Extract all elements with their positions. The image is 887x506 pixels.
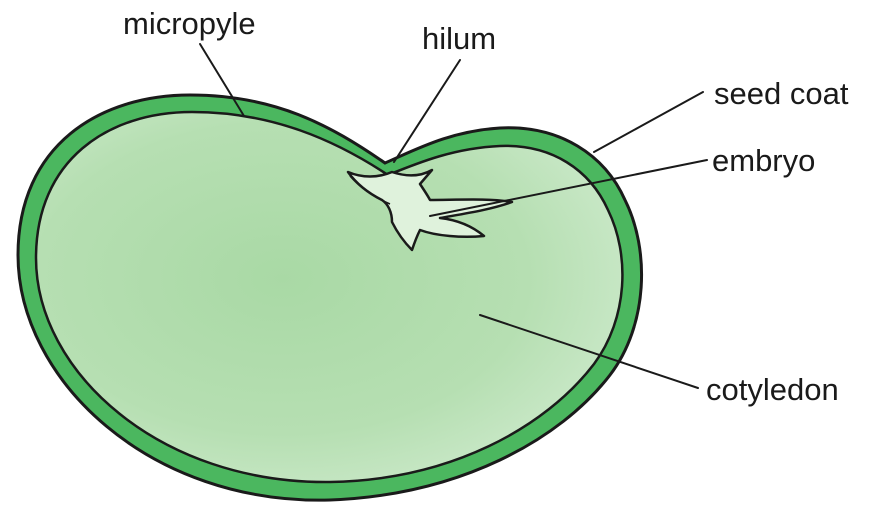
label-micropyle: micropyle	[123, 6, 256, 41]
label-embryo: embryo	[712, 143, 815, 178]
label-cotyledon: cotyledon	[706, 372, 839, 407]
seed-coat-leader	[594, 92, 703, 152]
label-seed-coat: seed coat	[714, 76, 849, 111]
label-hilum: hilum	[422, 21, 496, 56]
